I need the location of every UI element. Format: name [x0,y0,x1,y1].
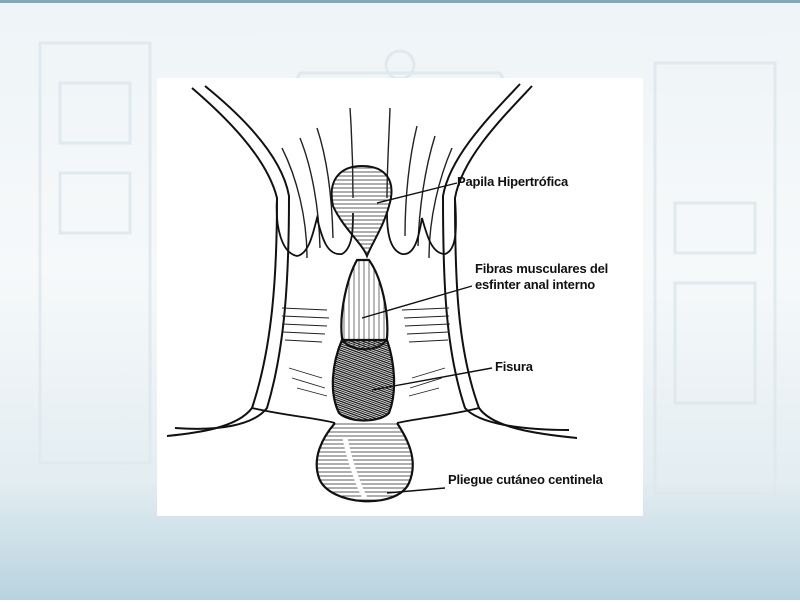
hypertrophic-papilla [330,164,393,259]
label-muscle-fibers: Fibras musculares del esfinter anal inte… [475,261,608,293]
label-text: Pliegue cutáneo centinela [448,472,603,487]
anatomy-figure: Papila Hipertrófica Fibras musculares de… [157,78,643,516]
label-fissure: Fisura [495,359,533,375]
fissure-upper-fibers [340,258,389,351]
leader-fibras [361,285,473,319]
label-text: Papila Hipertrófica [457,174,569,189]
label-text-line1: Fibras musculares del [475,261,609,276]
leader-pliegue [386,487,446,494]
leader-papila [376,182,458,204]
anal-fissure-drawing [166,83,578,503]
label-text: Fisura [495,359,533,374]
leader-fisura [371,367,493,391]
fissure-lower [331,338,396,422]
label-text-line2: esfinter anal interno [475,277,596,292]
label-hypertrophic-papilla: Papila Hipertrófica [457,174,568,190]
label-sentinel-fold: Pliegue cutáneo centinela [448,472,603,488]
sentinel-skin-tag [315,422,414,503]
